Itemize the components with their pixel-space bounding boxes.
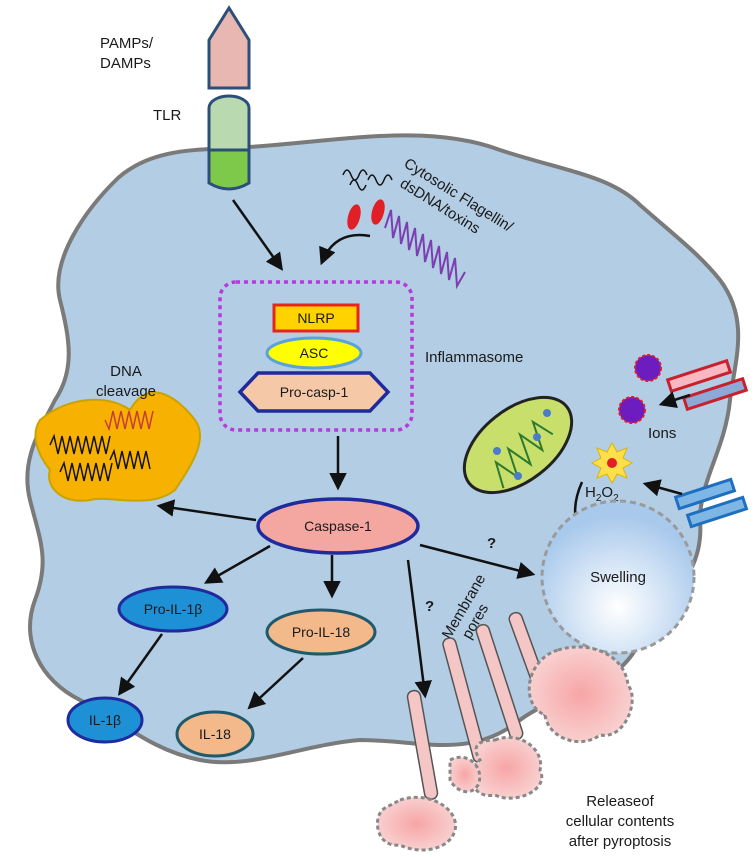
pro-il18-label: Pro-IL-18 [292, 624, 351, 640]
swelling-label: Swelling [590, 569, 646, 586]
il1b-node [66, 696, 144, 744]
il1b-label: IL-1β [89, 712, 121, 728]
h2o2-arrow [642, 479, 683, 497]
asc-label: ASC [300, 345, 329, 361]
il18-node [175, 710, 255, 758]
question-mark-pores: ? [425, 598, 434, 615]
pamps-label-1: PAMPs/ [100, 35, 154, 52]
caspase-to-dna-arrow [156, 499, 257, 522]
caspase-to-pro-il1b-arrow [203, 544, 271, 584]
pro-il18-node [265, 608, 377, 656]
question-mark-swelling: ? [487, 535, 496, 552]
pro-il1b-to-il1b-arrow [117, 633, 164, 696]
inflammasome-box [218, 280, 414, 432]
nlrp-label: NLRP [297, 310, 334, 326]
pro-il18-to-il18-arrow [247, 657, 304, 710]
tlr-arrow [231, 199, 284, 271]
release-label-3: after pyroptosis [569, 833, 672, 850]
mitochondrion-icon [462, 395, 574, 495]
ion-particle-icon [618, 354, 662, 424]
nlrp-box [272, 303, 360, 333]
swelling-circle [540, 499, 696, 655]
released-contents [376, 645, 634, 852]
release-label-2: cellular contents [566, 813, 674, 830]
dna-cleavage-label-1: DNA [110, 363, 142, 380]
h2o2-label: H2O2 [585, 484, 619, 504]
inflammasome-label: Inflammasome [425, 349, 523, 366]
tlr-label: TLR [153, 107, 182, 124]
ion-channel-icon [673, 477, 749, 529]
dna-cleavage-label-2: cleavage [96, 383, 156, 400]
dna-helix-icon [384, 209, 466, 290]
tlr-receptor-icon [207, 5, 251, 191]
caspase1-label: Caspase-1 [304, 518, 372, 534]
ions-label: Ions [648, 425, 676, 442]
ion-arrow [658, 391, 691, 409]
pro-casp1-label: Pro-casp-1 [280, 384, 349, 400]
membrane-pore-icon [406, 611, 557, 801]
release-label-1: Releaseof [586, 793, 654, 810]
caspase-to-swelling-arrow [419, 543, 536, 579]
nucleus-icon [34, 391, 201, 502]
il18-label: IL-18 [199, 726, 231, 742]
caspase-to-pores-arrow [406, 559, 432, 699]
pamps-label-2: DAMPs [100, 55, 151, 72]
asc-box [265, 336, 363, 370]
cytosolic-arrow [319, 233, 371, 266]
pro-il1b-node [117, 585, 229, 633]
bacteria-icon [342, 169, 393, 230]
ion-channel-icon [665, 358, 749, 412]
caspase1-node [256, 497, 420, 555]
pro-il1b-label: Pro-IL-1β [144, 601, 203, 617]
pro-casp1-box [237, 371, 391, 413]
